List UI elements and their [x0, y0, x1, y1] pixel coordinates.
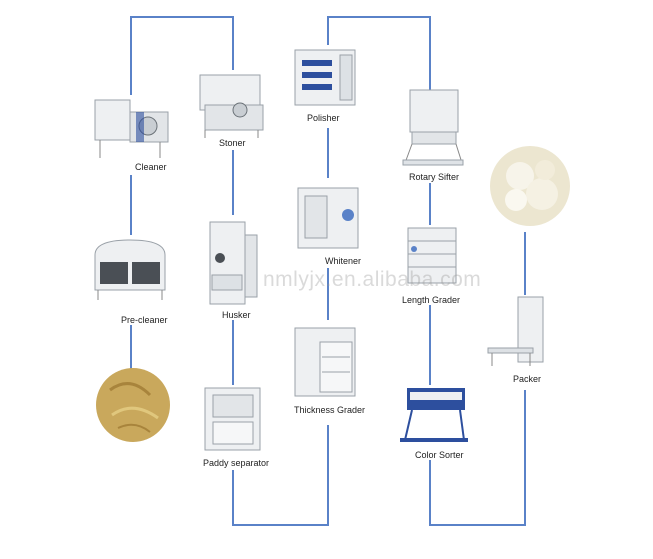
label-color-sorter: Color Sorter [413, 450, 466, 460]
flow-connectors [130, 16, 526, 526]
husker-machine [209, 221, 258, 305]
cleaner-machine [94, 99, 169, 158]
polisher-machine [294, 49, 356, 106]
label-paddy-separator: Paddy separator [201, 458, 272, 468]
label-thickness-grader: Thickness Grader [292, 405, 368, 415]
label-rotary-sifter: Rotary Sifter [407, 172, 462, 182]
stoner-machine [199, 74, 264, 138]
watermark: nmlyjx.en.alibaba.com [263, 268, 482, 291]
color-sorter-machine [400, 388, 468, 442]
paddy-grain-image [96, 368, 170, 442]
pre-cleaner-machine [94, 239, 166, 300]
connector-paddy-thickness [232, 425, 329, 526]
label-stoner: Stoner [217, 138, 248, 148]
length-grader-machine [407, 227, 457, 284]
label-whitener: Whitener [323, 256, 364, 266]
connector-color-packer [429, 390, 526, 526]
label-packer: Packer [511, 374, 544, 384]
packer-machine [487, 296, 544, 366]
rotary-sifter-machine [402, 89, 464, 166]
label-pre-cleaner: Pre-cleaner [119, 315, 170, 325]
paddy-separator-machine [204, 387, 261, 451]
whitener-machine [297, 187, 359, 249]
label-length-grader: Length Grader [400, 295, 463, 305]
milled-rice-image [490, 146, 570, 226]
label-cleaner: Cleaner [133, 162, 169, 172]
connector-polisher-sifter [327, 16, 431, 95]
label-husker: Husker [220, 310, 253, 320]
connector-cleaner-stoner [130, 16, 234, 95]
label-polisher: Polisher [305, 113, 342, 123]
thickness-grader-machine [294, 327, 356, 397]
